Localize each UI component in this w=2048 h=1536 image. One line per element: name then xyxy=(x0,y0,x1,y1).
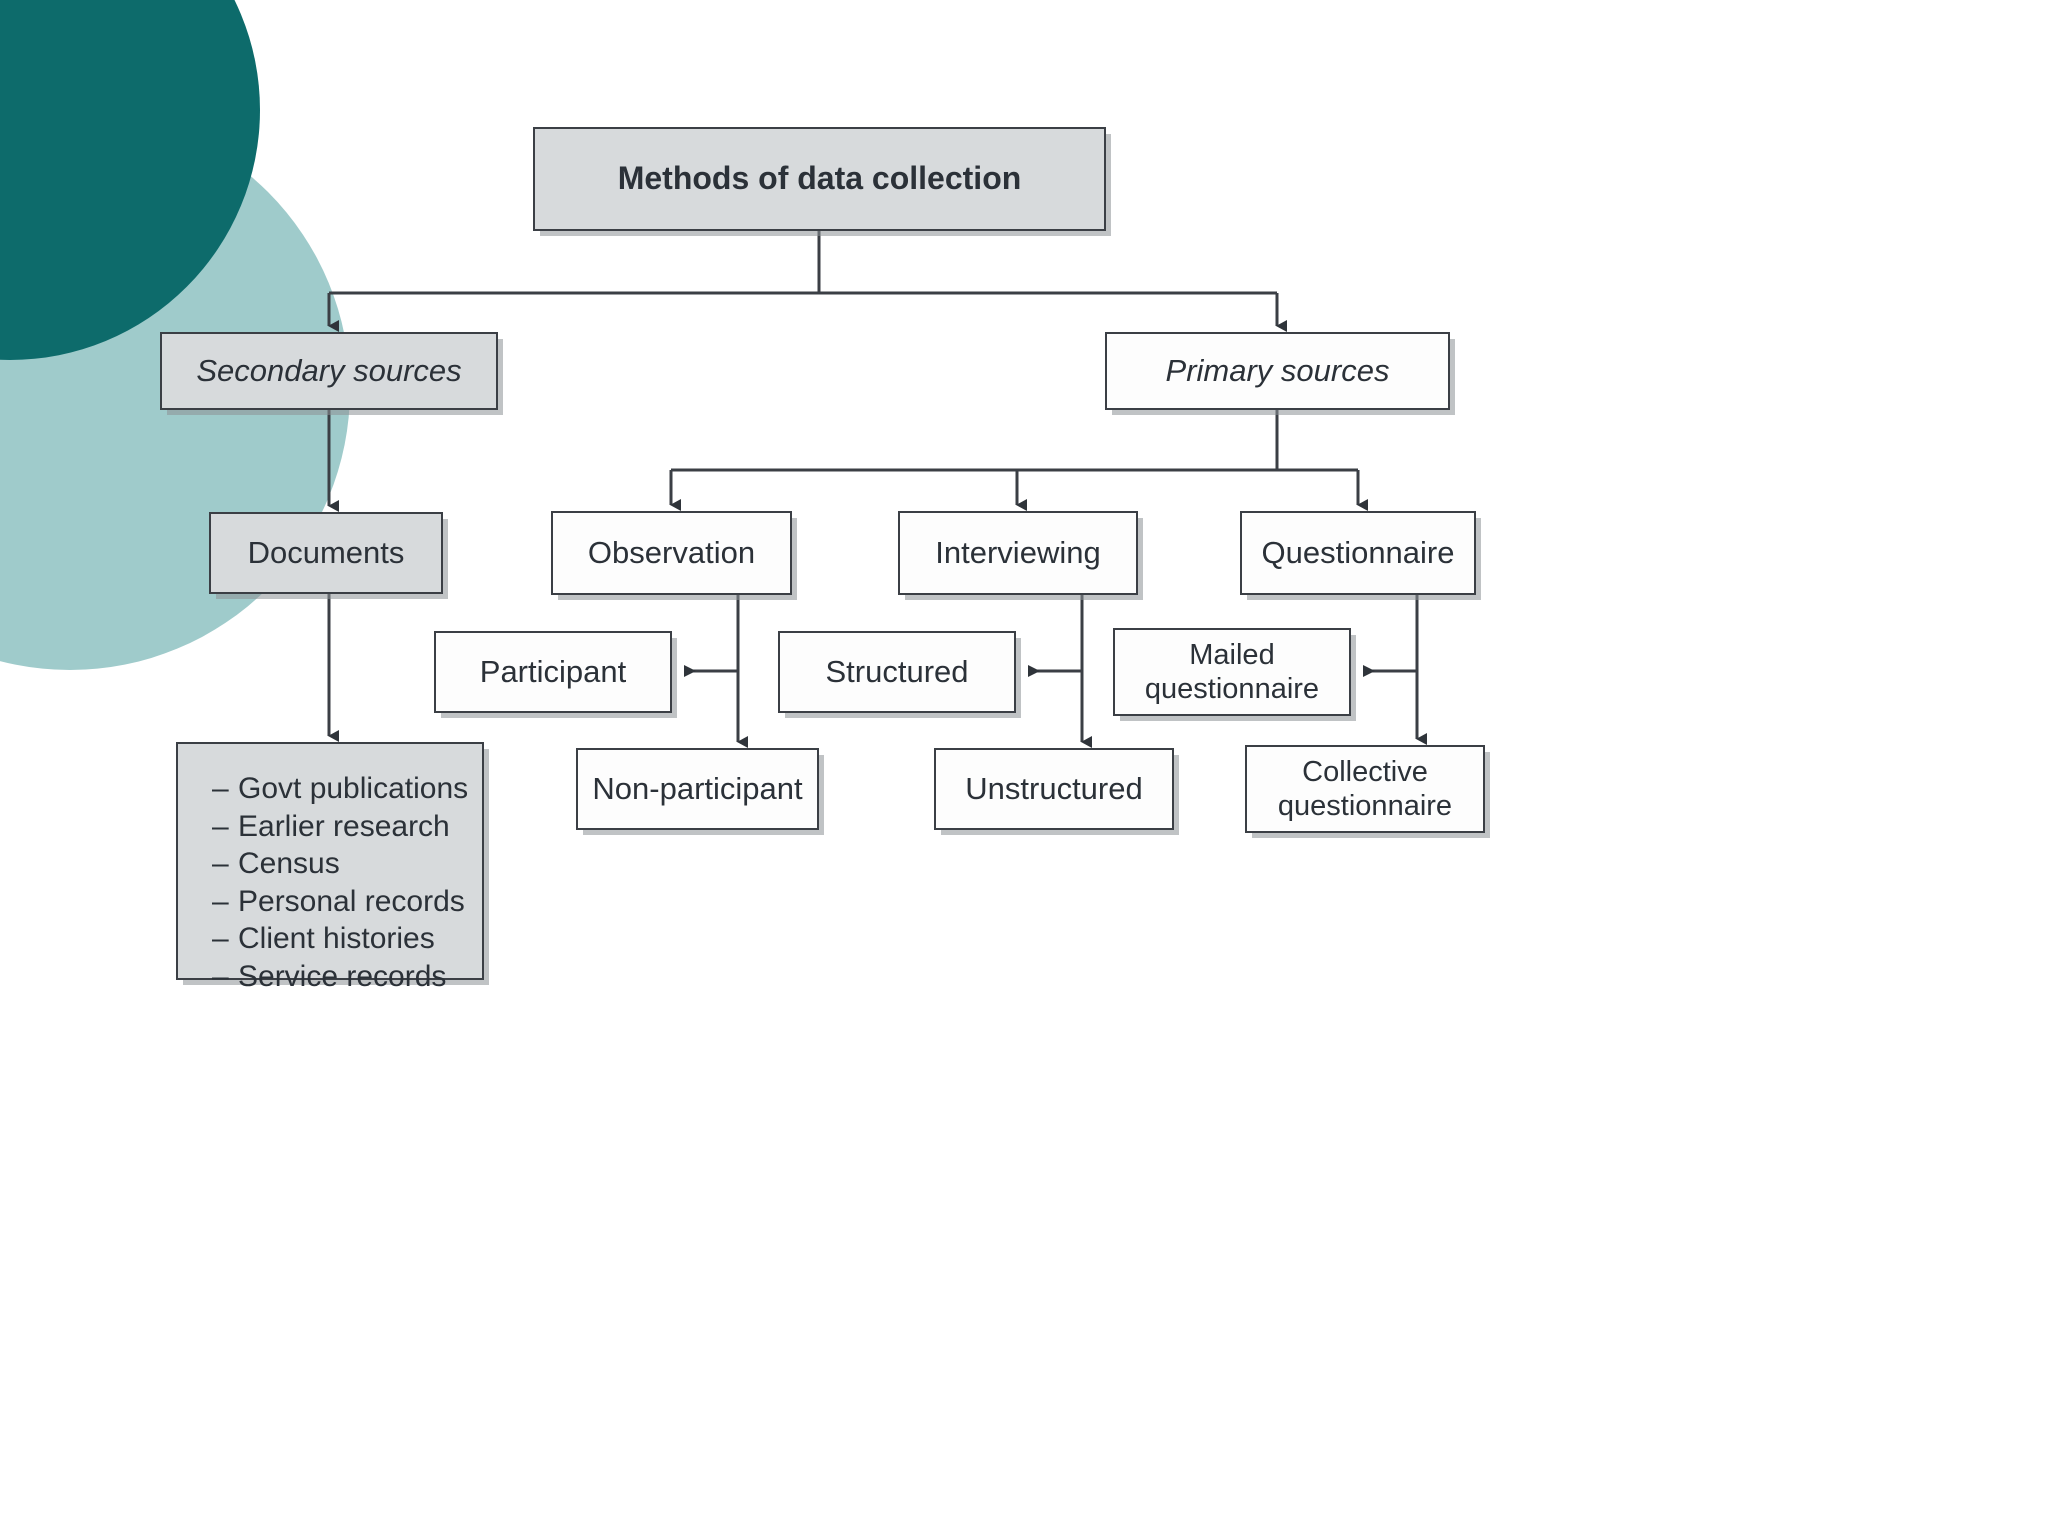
dash-marker: – xyxy=(212,809,229,843)
dash-marker: – xyxy=(212,959,229,993)
list-item-label: Census xyxy=(238,847,340,881)
node-structured[interactable]: Structured xyxy=(778,631,1016,713)
list-item: –Govt publications xyxy=(212,770,482,808)
list-item-label: Govt publications xyxy=(238,772,469,805)
node-secondary-source-list[interactable]: –Govt publications –Earlier research –Ce… xyxy=(176,742,484,993)
node-interviewing-label: Interviewing xyxy=(935,534,1101,570)
node-structured-label: Structured xyxy=(825,653,969,689)
node-secondary-sources-label: Secondary sources xyxy=(196,352,462,388)
list-item: –Client histories xyxy=(212,920,482,958)
dash-marker: – xyxy=(212,884,229,918)
list-item-label: Service records xyxy=(238,959,447,993)
node-collective-questionnaire-label: Collective questionnaire xyxy=(1277,755,1453,822)
node-primary-sources[interactable]: Primary sources xyxy=(1105,332,1450,410)
node-questionnaire-label: Questionnaire xyxy=(1261,534,1455,570)
node-unstructured[interactable]: Unstructured xyxy=(934,748,1174,830)
node-participant-label: Participant xyxy=(479,653,627,689)
dash-marker: – xyxy=(212,922,229,956)
list-item: –Personal records xyxy=(212,883,482,921)
list-item-label: Personal records xyxy=(238,884,465,918)
list-item: –Earlier research xyxy=(212,808,482,846)
node-collective-questionnaire[interactable]: Collective questionnaire xyxy=(1245,745,1485,833)
node-mailed-questionnaire[interactable]: Mailed questionnaire xyxy=(1113,628,1351,716)
list-item-label: Client histories xyxy=(238,922,435,956)
node-documents-label: Documents xyxy=(247,534,405,570)
dash-marker: – xyxy=(212,847,229,881)
dash-marker: – xyxy=(212,772,229,805)
list-item: –Service records xyxy=(212,958,482,996)
node-secondary-sources[interactable]: Secondary sources xyxy=(160,332,498,410)
node-participant[interactable]: Participant xyxy=(434,631,672,713)
node-documents[interactable]: Documents xyxy=(209,512,443,594)
node-methods-of-data-collection[interactable]: Methods of data collection xyxy=(533,127,1106,231)
node-non-participant-label: Non-participant xyxy=(592,770,803,806)
list-item-label: Earlier research xyxy=(238,809,450,843)
node-root-label: Methods of data collection xyxy=(617,160,1022,197)
node-unstructured-label: Unstructured xyxy=(965,770,1143,806)
node-observation-label: Observation xyxy=(587,534,756,570)
node-primary-sources-label: Primary sources xyxy=(1165,352,1390,388)
node-observation[interactable]: Observation xyxy=(551,511,792,595)
node-questionnaire[interactable]: Questionnaire xyxy=(1240,511,1476,595)
node-non-participant[interactable]: Non-participant xyxy=(576,748,819,830)
node-interviewing[interactable]: Interviewing xyxy=(898,511,1138,595)
secondary-source-items: –Govt publications –Earlier research –Ce… xyxy=(212,770,482,996)
list-item: –Census xyxy=(212,845,482,883)
node-mailed-questionnaire-label: Mailed questionnaire xyxy=(1144,638,1320,705)
